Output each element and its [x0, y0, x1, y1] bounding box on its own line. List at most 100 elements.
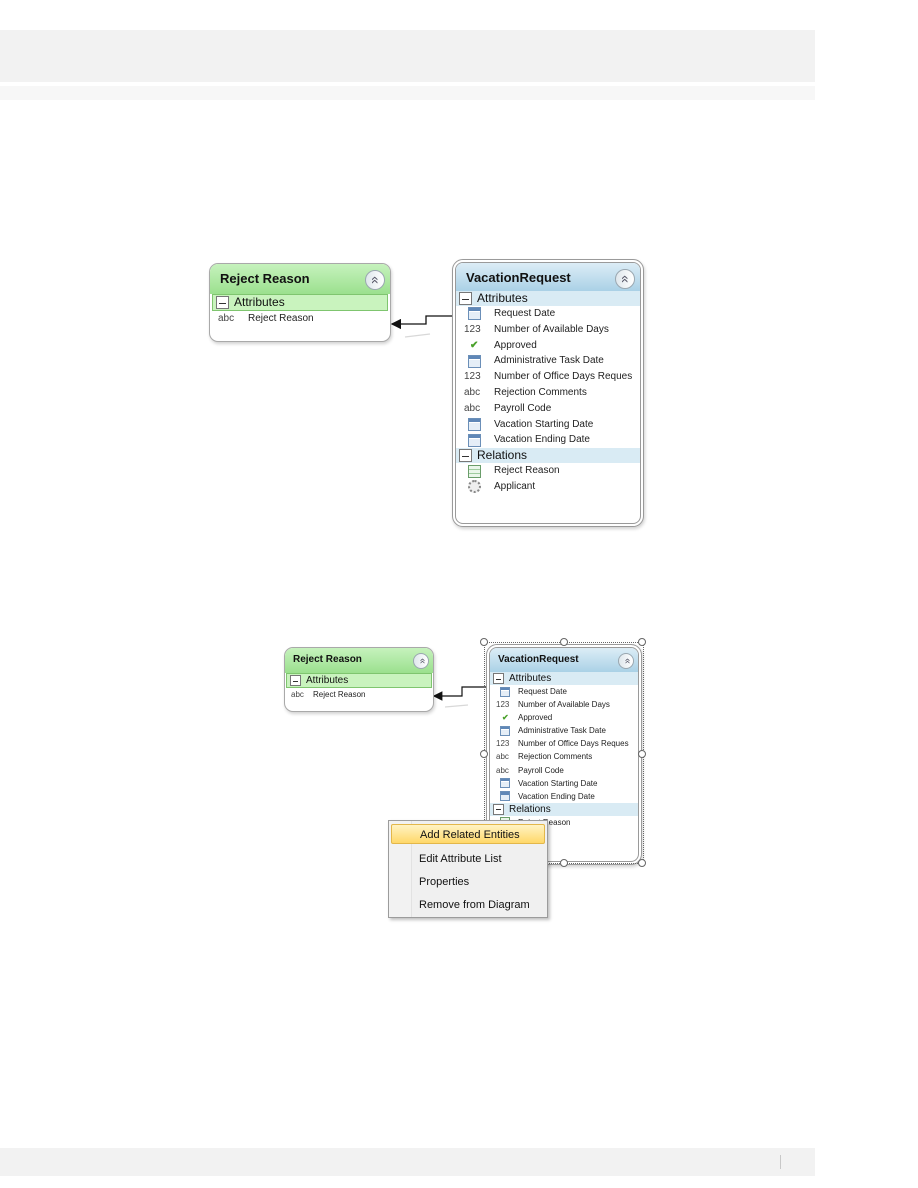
attribute-row[interactable]: Vacation Ending Date	[490, 790, 638, 803]
attribute-label: Number of Office Days Reques	[518, 739, 629, 749]
attribute-row[interactable]: 123 Number of Available Days	[456, 322, 640, 338]
menu-item-label: Properties	[419, 876, 470, 888]
section-header-attributes[interactable]: Attributes	[286, 673, 432, 688]
attribute-row[interactable]: ✔Approved	[490, 711, 638, 724]
attribute-row[interactable]: abc Reject Reason	[285, 688, 433, 701]
section-label: Attributes	[477, 291, 528, 305]
entity-title: VacationRequest	[498, 654, 579, 665]
number-type-icon: 123	[496, 700, 510, 710]
calendar-icon	[500, 778, 510, 789]
attribute-label: Rejection Comments	[494, 386, 587, 398]
resize-handle-se[interactable]	[638, 859, 646, 867]
attribute-label: Payroll Code	[518, 765, 564, 775]
context-menu-item-edit-attribute-list[interactable]: Edit Attribute List	[391, 849, 545, 869]
resize-handle-nw[interactable]	[480, 638, 488, 646]
collapse-minus-icon[interactable]	[459, 292, 472, 305]
bottom-band	[0, 1148, 815, 1176]
attribute-row[interactable]: Administrative Task Date	[456, 353, 640, 369]
collapse-chevron-icon[interactable]: «	[615, 269, 635, 289]
entity-header[interactable]: Reject Reason«	[285, 648, 433, 673]
resize-handle-w[interactable]	[480, 750, 488, 758]
collapse-minus-icon[interactable]	[216, 296, 229, 309]
section-header-attributes[interactable]: Attributes	[212, 294, 388, 311]
entity-title: Reject Reason	[220, 271, 310, 286]
table-icon	[468, 464, 481, 478]
resize-handle-e[interactable]	[638, 750, 646, 758]
calendar-icon	[468, 417, 481, 431]
text-type-icon: abc	[218, 313, 235, 324]
section-label: Relations	[509, 803, 551, 815]
attribute-label: Reject Reason	[313, 690, 366, 699]
menu-item-label: Add Related Entities	[420, 829, 520, 841]
text-type-icon: abc	[291, 690, 304, 699]
resize-handle-ne[interactable]	[638, 638, 646, 646]
collapse-chevron-icon[interactable]: «	[365, 270, 385, 290]
attribute-label: Vacation Ending Date	[518, 791, 595, 801]
section-header-attributes[interactable]: Attributes	[456, 291, 640, 306]
attribute-row[interactable]: Administrative Task Date	[490, 724, 638, 737]
entity-header[interactable]: Reject Reason «	[210, 264, 390, 294]
attribute-label: Applicant	[494, 480, 536, 492]
entity-header[interactable]: VacationRequest«	[456, 263, 640, 291]
entity-header[interactable]: VacationRequest«	[490, 648, 638, 672]
resize-handle-s[interactable]	[560, 859, 568, 867]
relation-connector-1	[390, 315, 456, 330]
number-type-icon: 123	[496, 739, 510, 749]
context-menu-item-add-related-entities[interactable]: Add Related Entities	[391, 824, 545, 844]
context-menu-item-remove-from-diagram[interactable]: Remove from Diagram	[391, 895, 545, 915]
section-header-relations[interactable]: Relations	[490, 802, 638, 816]
attribute-label: Payroll Code	[494, 402, 552, 414]
attribute-label: Vacation Starting Date	[494, 418, 594, 430]
attribute-label: Rejection Comments	[518, 752, 593, 762]
calendar-icon	[468, 354, 481, 368]
attribute-row[interactable]: Vacation Starting Date	[456, 417, 640, 433]
attribute-label: Approved	[494, 339, 537, 351]
relation-connector-2-shadow	[444, 704, 469, 708]
number-type-icon: 123	[464, 323, 481, 335]
collapse-minus-icon[interactable]	[459, 449, 472, 463]
attribute-row[interactable]: Request Date	[490, 685, 638, 698]
section-header-attributes[interactable]: Attributes	[490, 672, 638, 685]
attribute-row[interactable]: 123 Number of Office Days Reques	[490, 737, 638, 750]
collapse-minus-icon[interactable]	[290, 675, 301, 686]
section-label: Attributes	[306, 675, 349, 686]
section-label: Attributes	[234, 295, 285, 309]
attribute-row[interactable]: Request Date	[456, 306, 640, 322]
section-label: Attributes	[509, 673, 552, 684]
attribute-label: Number of Available Days	[494, 323, 609, 335]
attribute-row[interactable]: abc Payroll Code	[490, 764, 638, 777]
attribute-row[interactable]: Vacation Starting Date	[490, 777, 638, 790]
attribute-row[interactable]: Reject Reason	[456, 463, 640, 479]
attribute-row[interactable]: ✔Approved	[456, 338, 640, 354]
attribute-label: Request Date	[518, 687, 567, 696]
context-menu-icon-strip	[389, 821, 412, 917]
calendar-icon	[468, 433, 481, 447]
resize-handle-n[interactable]	[560, 638, 568, 646]
section-header-relations[interactable]: Relations	[456, 448, 640, 464]
relation-connector-1-shadow	[404, 333, 431, 338]
collapse-chevron-icon[interactable]: «	[413, 653, 429, 669]
attribute-row[interactable]: Vacation Ending Date	[456, 432, 640, 448]
attribute-row[interactable]: Applicant	[456, 479, 640, 495]
menu-item-label: Edit Attribute List	[419, 853, 502, 865]
context-menu-item-properties[interactable]: Properties	[391, 872, 545, 892]
text-type-icon: abc	[496, 765, 509, 775]
collapse-minus-icon[interactable]	[493, 803, 504, 815]
attribute-label: Number of Office Days Reques	[494, 371, 633, 383]
calendar-icon	[500, 725, 510, 736]
attribute-label: Administrative Task Date	[518, 726, 606, 736]
collapse-minus-icon[interactable]	[493, 673, 504, 684]
attribute-label: Request Date	[494, 308, 556, 319]
section-label: Relations	[477, 448, 528, 463]
